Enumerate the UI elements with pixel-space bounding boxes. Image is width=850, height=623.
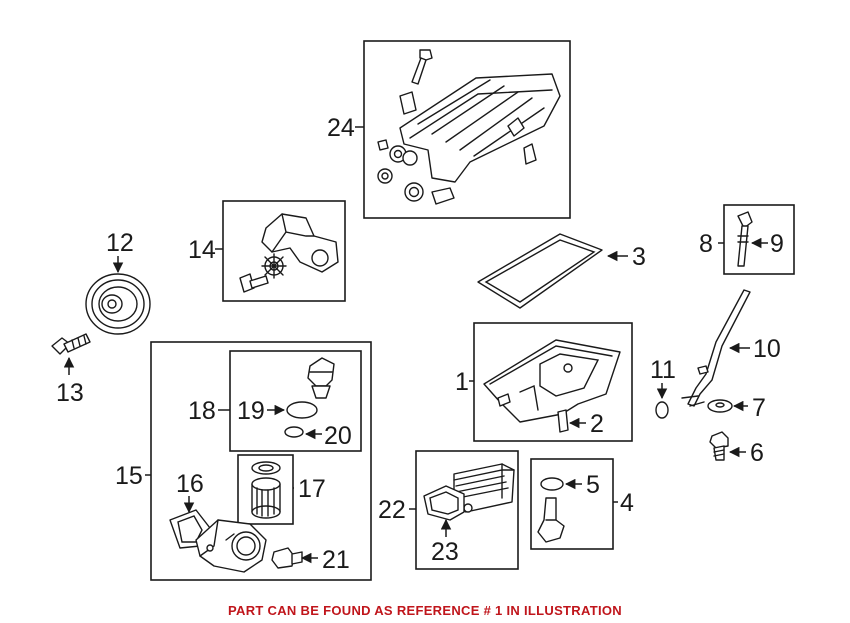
dipstick-drawing — [737, 211, 753, 267]
drain-plug-drawing — [709, 431, 729, 461]
callout-11: 11 — [650, 356, 676, 384]
callout-24: 24 — [327, 114, 355, 142]
callout-22: 22 — [378, 496, 406, 524]
footer-note: PART CAN BE FOUND AS REFERENCE # 1 IN IL… — [228, 603, 622, 618]
callout-19: 19 — [237, 397, 265, 425]
box-intake-manifold — [363, 40, 571, 219]
box-oil-cooler — [415, 450, 519, 570]
filter-element-drawing — [251, 461, 281, 519]
oil-pan-gasket-drawing — [477, 233, 603, 309]
callout-15: 15 — [115, 462, 143, 490]
callout-4: 4 — [620, 489, 634, 517]
intake-manifold-drawing — [377, 49, 561, 205]
sensor-seal-drawing — [540, 477, 564, 491]
callout-12: 12 — [106, 229, 134, 257]
callout-1: 1 — [455, 368, 469, 396]
callout-6: 6 — [750, 439, 764, 467]
crank-pulley-drawing — [85, 273, 151, 335]
callout-20: 20 — [324, 422, 352, 450]
oil-pump-drawing — [239, 213, 339, 293]
o-ring-drawing — [655, 401, 669, 419]
oil-level-sensor-drawing — [537, 497, 565, 543]
washer-drawing — [707, 399, 733, 413]
callout-5: 5 — [586, 471, 600, 499]
box-dipstick — [723, 204, 795, 275]
callout-7: 7 — [752, 394, 766, 422]
callout-17: 17 — [298, 475, 326, 503]
oil-pan-drawing — [483, 339, 621, 423]
callout-23: 23 — [431, 538, 459, 566]
dipstick-tube-drawing — [681, 289, 751, 407]
callout-2: 2 — [590, 410, 604, 438]
box-filter-element — [237, 454, 294, 525]
callout-21: 21 — [322, 546, 350, 574]
small-o-ring-drawing — [284, 426, 304, 438]
box-oil-level-sensor — [530, 458, 614, 550]
filter-cap-o-ring-drawing — [286, 401, 318, 419]
box-oil-filter-housing — [150, 341, 372, 581]
oil-filter-housing-drawing — [195, 519, 267, 573]
callout-10: 10 — [753, 335, 781, 363]
callout-16: 16 — [176, 470, 204, 498]
oil-pressure-sensor-drawing — [271, 547, 303, 569]
dowel-pin-drawing — [557, 409, 569, 433]
box-filter-cap — [229, 350, 362, 452]
callout-3: 3 — [632, 243, 646, 271]
oil-cooler-drawing — [453, 463, 515, 513]
box-oil-pan — [473, 322, 633, 442]
box-oil-pump — [222, 200, 346, 302]
callout-14: 14 — [188, 236, 216, 264]
callout-8: 8 — [699, 230, 713, 258]
callout-18: 18 — [188, 397, 216, 425]
callout-9: 9 — [770, 230, 784, 258]
filter-cap-drawing — [307, 357, 335, 399]
callout-13: 13 — [56, 379, 84, 407]
crank-bolt-drawing — [51, 333, 91, 355]
oil-cooler-gasket-drawing — [423, 485, 465, 521]
